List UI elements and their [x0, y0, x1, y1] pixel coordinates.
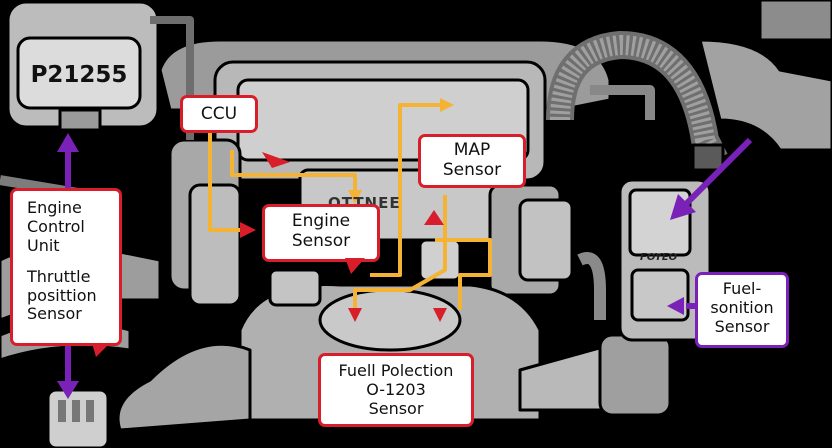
map-sensor-callout: MAP Sensor: [418, 134, 526, 188]
ecu-callout-tail: [92, 343, 110, 357]
ccu-label: CCU: [200, 103, 238, 124]
tps-line-1: Thruttle: [27, 266, 91, 286]
fuel-polection-line-3: Sensor: [368, 398, 424, 418]
fuelsonition-line-2: sonition: [710, 297, 774, 317]
engine-sensor-callout: Engine Sensor: [262, 204, 380, 262]
module-brand-label: FOYEO: [640, 252, 678, 263]
fuel-polection-callout: Fuell Polection O-1203 Sensor: [318, 353, 474, 427]
ecu-line-1: Engine: [27, 198, 82, 217]
tps-line-3: Sensor: [27, 304, 82, 324]
fuelsonition-callout: Fuel- sonition Sensor: [695, 272, 789, 348]
ccu-callout: CCU: [180, 95, 258, 133]
fuel-polection-line-1: Fuell Polection: [338, 361, 454, 380]
fuel-polection-line-2: O-1203: [366, 379, 426, 399]
ecu-tps-callout: Engine Control Unit Thruttle posittion S…: [10, 188, 122, 346]
ecu-line-3: Unit: [27, 235, 60, 255]
fuelsonition-line-1: Fuel-: [722, 279, 762, 298]
engine-sensor-line-1: Engine: [291, 211, 351, 231]
map-sensor-line-2: Sensor: [442, 160, 502, 181]
map-sensor-line-1: MAP: [453, 140, 491, 160]
engine-sensor-tail: [345, 258, 365, 274]
tps-line-2: posittion: [27, 285, 97, 305]
ecu-line-2: Control: [27, 216, 85, 236]
engine-sensor-line-2: Sensor: [291, 231, 351, 252]
fault-code-label: P21255: [30, 62, 128, 88]
fuelsonition-line-3: Sensor: [714, 316, 770, 336]
